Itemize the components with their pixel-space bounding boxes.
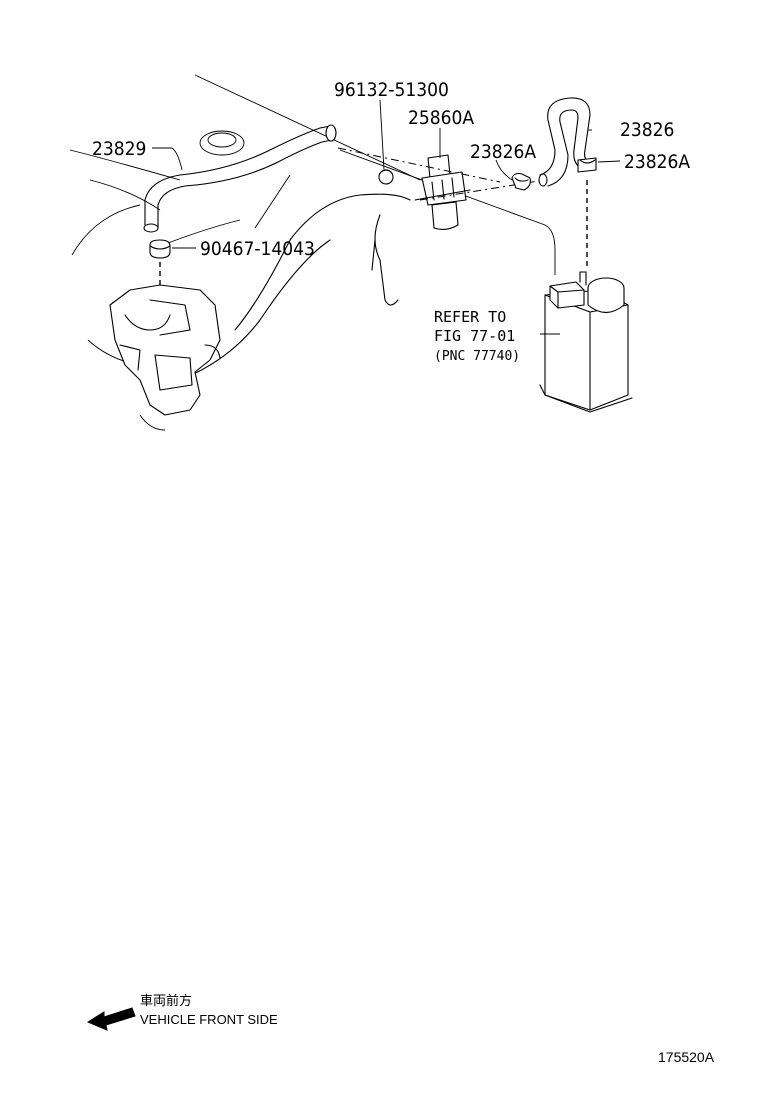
figure-id: 175520A: [658, 1049, 715, 1065]
refer-note-line1: REFER TO: [434, 308, 506, 326]
legend-english: VEHICLE FRONT SIDE: [140, 1012, 278, 1027]
clamp-96132: [378, 169, 394, 185]
engine-outline: [69, 74, 556, 381]
clip-90467: [149, 239, 171, 285]
charcoal-canister: [539, 271, 633, 413]
throttle-body: [109, 284, 221, 431]
clamp-23826A-right: [577, 157, 597, 270]
clamp-23826A-left: [511, 172, 531, 191]
vsv-25860A: [414, 154, 471, 231]
refer-note-line2: FIG 77-01: [434, 327, 515, 345]
front-arrow-icon: [86, 1007, 136, 1031]
hose-23826: [538, 97, 591, 187]
callout-96132-51300: 96132-51300: [334, 79, 449, 101]
leader-lines: [152, 99, 621, 335]
callout-23826: 23826: [620, 119, 674, 141]
legend-japanese: 車両前方: [140, 993, 192, 1008]
hose-23829: [143, 124, 337, 233]
refer-note: REFER TO FIG 77-01 (PNC 77740): [434, 308, 520, 364]
callout-23826A-right: 23826A: [624, 151, 690, 173]
front-direction-legend: 車両前方 VEHICLE FRONT SIDE: [86, 993, 278, 1031]
callout-90467-14043: 90467-14043: [200, 238, 315, 260]
refer-note-line3: (PNC 77740): [434, 349, 520, 364]
callout-25860A: 25860A: [408, 107, 474, 129]
callout-23826A-left: 23826A: [470, 141, 536, 163]
callout-23829: 23829: [92, 138, 146, 160]
